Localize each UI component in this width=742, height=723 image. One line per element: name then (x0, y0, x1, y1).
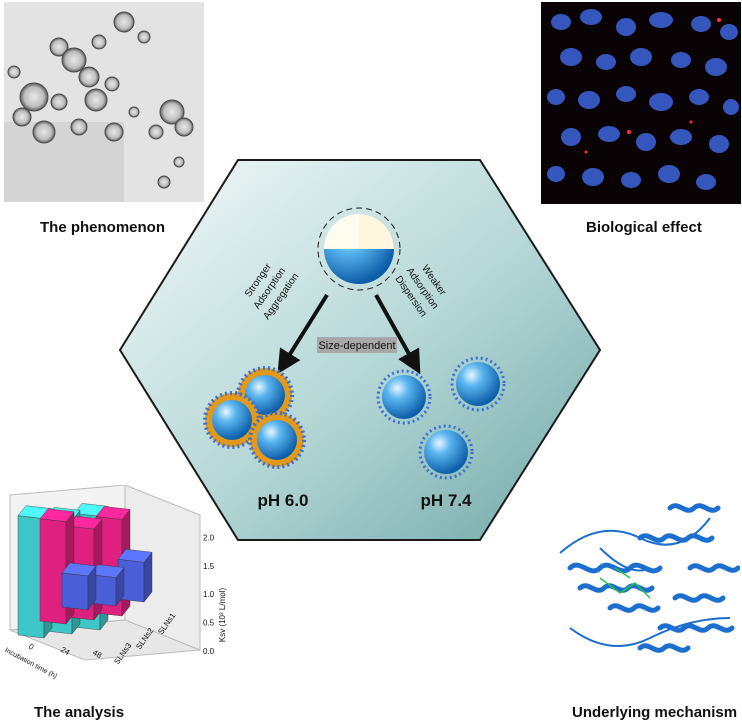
z-tick-label: 1.5 (203, 562, 215, 571)
xaxis-label: Incubation time (h) (3, 647, 57, 680)
zaxis-label: Ksv (10³ L/mol) (218, 588, 227, 643)
z-tick-label: 2.0 (203, 533, 215, 542)
label-size-dependent: Size-dependent (318, 340, 395, 352)
bar-front (39, 518, 67, 625)
cell-nuclei-image (541, 2, 741, 204)
bar-top (39, 508, 75, 522)
nanoparticle-top (317, 207, 401, 291)
label-ph-right: pH 7.4 (420, 491, 472, 510)
arrow-right (374, 294, 421, 375)
bar-s1-t1 (61, 562, 97, 611)
protein-structure (559, 503, 740, 653)
bar-top (117, 549, 153, 563)
bar-top (95, 506, 131, 520)
label-ph-left: pH 6.0 (257, 491, 308, 510)
caption-phenomenon: The phenomenon (40, 219, 165, 236)
aggregated-particles (203, 366, 306, 469)
caption-analysis: The analysis (34, 704, 125, 721)
bar-s1-t2 (89, 564, 125, 607)
z-tick-label: 1.0 (203, 590, 215, 599)
confocal-image (541, 2, 741, 204)
dispersed-particles (376, 356, 506, 480)
bar-chart-3d: 0.0 0.5 1.0 1.5 2.0 Ksv (10³ L/mol) Incubati… (3, 485, 227, 680)
z-tick-label: 0.5 (203, 619, 215, 628)
caption-mechanism: Underlying mechanism (572, 704, 738, 721)
tem-micrograph (4, 2, 204, 202)
bar-front (61, 572, 89, 611)
arrow-left (277, 293, 329, 375)
caption-biological: Biological effect (586, 219, 702, 236)
tem-image (4, 2, 204, 202)
z-tick-label: 0.0 (203, 647, 215, 656)
x-tick-label: 0 (27, 642, 36, 652)
bar-s1-t3 (117, 549, 153, 603)
bar-top (61, 562, 97, 577)
